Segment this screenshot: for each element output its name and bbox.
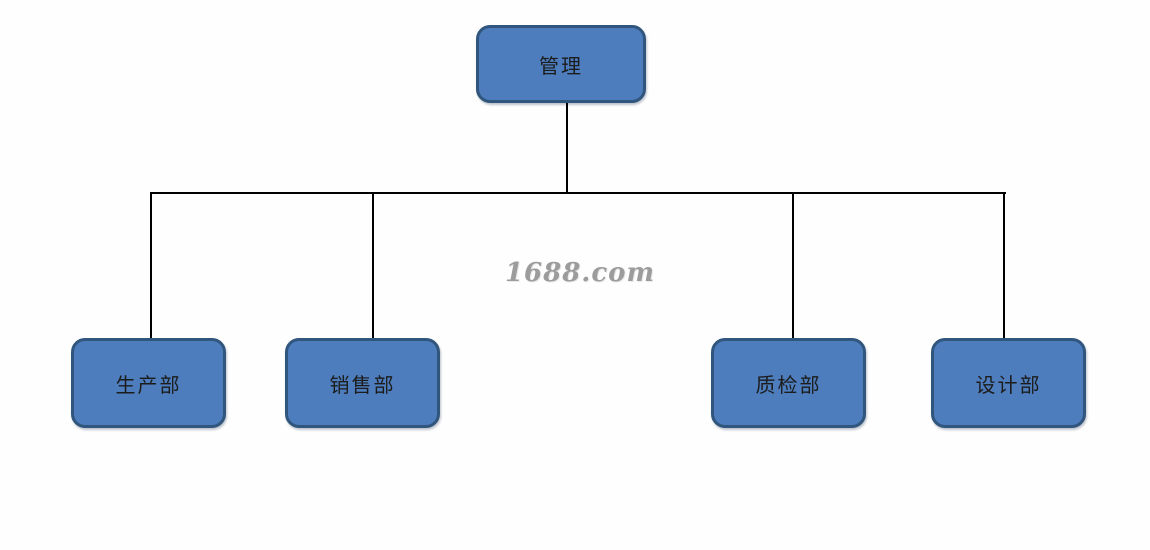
org-node-production-dept: 生产部	[71, 338, 226, 428]
org-node-management: 管理	[476, 25, 646, 103]
connector-drop-quality	[792, 193, 794, 338]
connector-horizontal-rail	[150, 192, 1006, 194]
org-node-label: 管理	[539, 53, 583, 78]
org-node-label: 设计部	[975, 372, 1042, 397]
watermark: 1688.com	[504, 258, 656, 288]
org-node-sales-dept: 销售部	[285, 338, 440, 428]
org-node-label: 销售部	[329, 372, 396, 397]
org-node-quality-dept: 质检部	[711, 338, 866, 428]
connector-drop-production	[150, 193, 152, 338]
connector-drop-sales	[372, 193, 374, 338]
org-node-label: 质检部	[755, 372, 822, 397]
connector-drop-design	[1003, 193, 1005, 338]
connector-root-stem	[566, 103, 568, 193]
org-node-label: 生产部	[115, 372, 182, 397]
org-node-design-dept: 设计部	[931, 338, 1086, 428]
